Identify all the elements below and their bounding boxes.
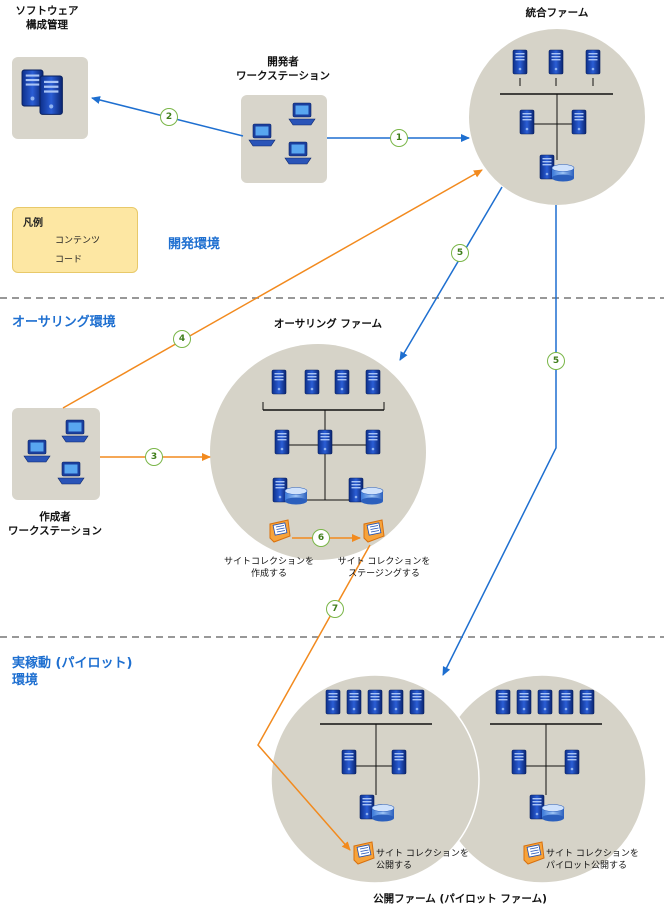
publish-sc-label: サイト コレクションを 公開する <box>376 849 469 871</box>
dev-env-label: 開発環境 <box>168 237 221 252</box>
stage-sc-label: サイト コレクションを ステージングする <box>337 557 431 579</box>
legend-content-label: コンテンツ <box>53 233 103 246</box>
dev-workstation-box <box>241 95 327 183</box>
integration-farm-servers <box>500 49 613 182</box>
publishing-farm-circle-left <box>270 674 480 884</box>
legend-title: 凡例 <box>23 218 43 229</box>
create-sc-label: サイトコレクションを 作成する <box>223 557 314 579</box>
step-7-marker: 7 <box>326 600 344 618</box>
step-1-marker: 1 <box>390 129 408 147</box>
author-workstation-box <box>12 408 100 500</box>
legend-box: 凡例 コンテンツ コード <box>12 207 138 273</box>
authoring-farm-servers <box>262 369 385 543</box>
scm-label: ソフトウェア 構成管理 <box>15 5 79 31</box>
authoring-env-label: オーサリング環境 <box>12 315 116 330</box>
step-3-marker: 3 <box>145 448 163 466</box>
publishing-farm-servers-right <box>490 689 602 865</box>
prod-env-label: 実稼動 (パイロット) 環境 <box>12 656 133 688</box>
step-5b-marker: 5 <box>547 352 565 370</box>
flow-5b-code <box>442 205 557 676</box>
flow-5a-code <box>399 186 503 361</box>
authoring-farm-label: オーサリング ファーム <box>273 318 383 330</box>
flow-4-content <box>62 169 483 409</box>
legend-code-label: コード <box>53 252 85 265</box>
step-4-marker: 4 <box>173 330 191 348</box>
step-5a-marker: 5 <box>451 244 469 262</box>
dev-workstation-label: 開発者 ワークステーション <box>236 56 330 82</box>
pilot-publish-sc-label: サイト コレクションを パイロット公開する <box>546 849 639 871</box>
step-6-marker: 6 <box>312 529 330 547</box>
publishing-farm-servers-left <box>320 689 432 865</box>
step-2-marker: 2 <box>160 108 178 126</box>
integration-farm-label: 統合ファーム <box>525 7 589 19</box>
publishing-farm-label: 公開ファーム (パイロット ファーム) <box>373 893 547 905</box>
author-workstation-label: 作成者 ワークステーション <box>8 511 102 537</box>
